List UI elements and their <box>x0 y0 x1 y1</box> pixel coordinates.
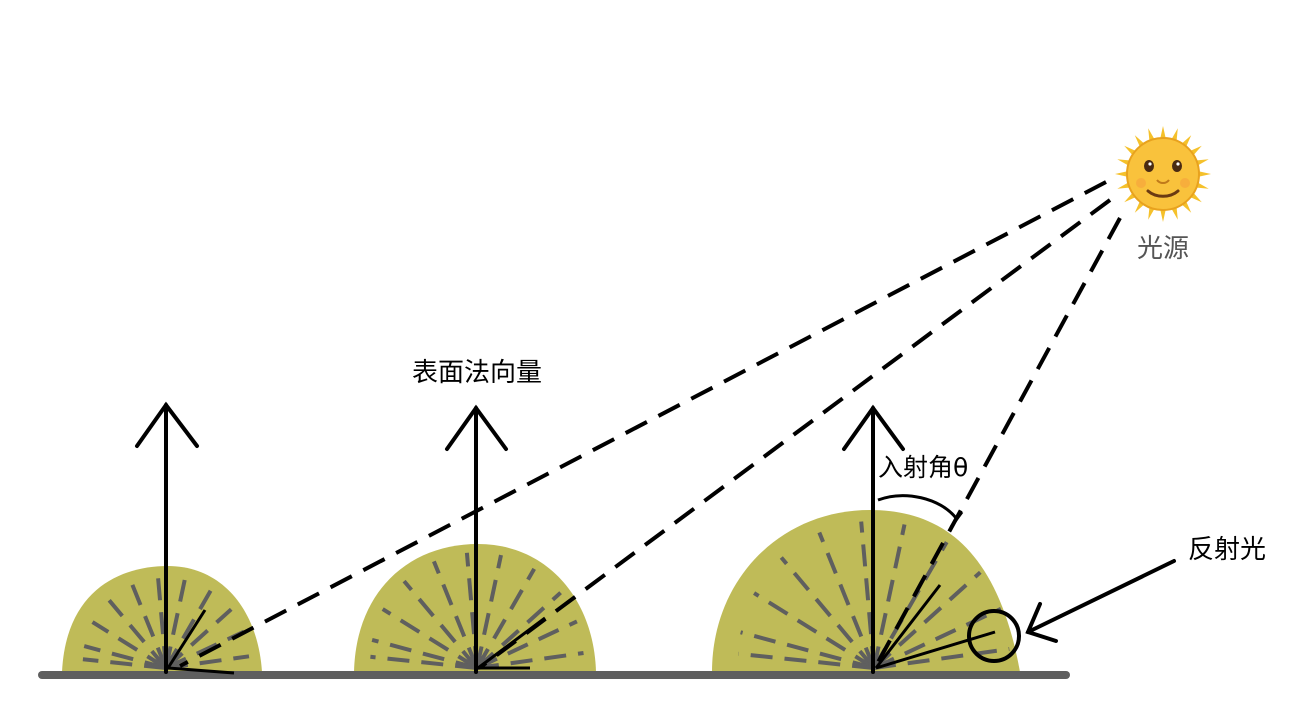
scattered-light-rays <box>82 521 1010 670</box>
scatter-ray <box>476 619 578 670</box>
normal-arrow-1 <box>135 401 199 674</box>
sun-with-face-icon <box>1115 126 1211 222</box>
scatter-ray <box>872 541 949 670</box>
scatter-ray <box>165 654 250 670</box>
surface-normal-arrows <box>135 401 905 674</box>
sun-ray-spike <box>1159 126 1167 141</box>
scatter-ray <box>779 556 876 670</box>
scatter-ray <box>476 651 584 670</box>
reflected-light-highlight-circle <box>967 609 1021 663</box>
incident-light-rays <box>179 180 1122 668</box>
incident-ray-2 <box>480 198 1112 668</box>
scatter-ray <box>165 629 245 670</box>
scatter-ray <box>381 607 479 670</box>
scatter-ray <box>873 647 1010 670</box>
sun-ray-spike <box>1159 207 1167 222</box>
scatter-ray <box>164 589 213 670</box>
scatter-ray <box>130 584 168 669</box>
scatter-ray <box>82 657 167 670</box>
scatter-ray <box>475 567 536 669</box>
scatter-ray <box>371 637 478 670</box>
sun-ray-spike <box>1196 170 1211 178</box>
scatter-ray <box>753 591 876 670</box>
scatter-ray <box>164 579 187 669</box>
scatter-ray <box>859 521 876 669</box>
light-source-label: 光源 <box>1137 234 1189 264</box>
scatter-ray <box>164 607 233 670</box>
scatter-ray <box>107 599 168 670</box>
scatter-ray <box>370 654 478 670</box>
surface-normal-label: 表面法向量 <box>412 358 542 388</box>
reflected-light-pointer-arrow <box>1025 559 1176 643</box>
incident-ray-1 <box>179 180 1107 668</box>
scatter-ray <box>872 524 907 669</box>
scatter-ray <box>475 591 562 670</box>
scatter-ray <box>817 531 876 669</box>
incident-ray-3 <box>874 217 1122 667</box>
normal-arrow-3 <box>842 404 905 674</box>
incidence-angle-arc <box>877 494 958 519</box>
normal-arrow-2 <box>445 404 508 674</box>
scatter-ray <box>740 630 875 670</box>
reflected-light-label: 反射光 <box>1188 535 1266 565</box>
scatter-ray <box>91 620 168 670</box>
incidence-angle-label: 入射角θ <box>878 453 968 482</box>
scatter-ray <box>872 570 982 670</box>
scatter-ray <box>83 644 167 670</box>
scatter-ray <box>475 554 503 669</box>
incidence-angle-tick <box>949 511 964 528</box>
sun-ray-spike <box>1115 170 1130 178</box>
scatter-ray <box>432 560 479 669</box>
scatter-ray <box>873 606 1002 670</box>
scatter-ray <box>738 651 875 670</box>
reflected-strokes <box>166 584 996 675</box>
scatter-ray <box>402 579 479 670</box>
